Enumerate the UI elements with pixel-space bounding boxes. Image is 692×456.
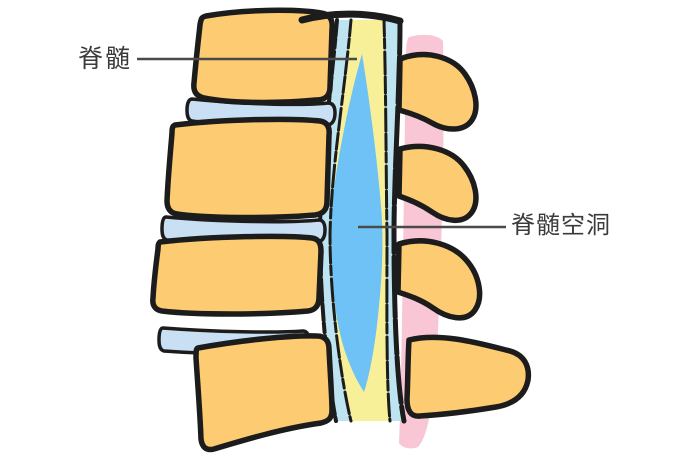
canal-left-inner-edge [328, 18, 353, 423]
spinous-process [396, 143, 479, 223]
vertebra [193, 333, 335, 453]
syrinx-label: 脊髄空洞 [511, 211, 611, 239]
vertebra [150, 233, 324, 317]
canal-right-inner-edge [382, 18, 392, 423]
spinal-cord-label: 脊髄 [78, 44, 133, 73]
vertebra [191, 7, 335, 106]
vertebral-column [150, 7, 335, 453]
spinous-processes [395, 51, 532, 419]
spinous-process [404, 334, 532, 419]
syrinx-cavity [330, 54, 383, 392]
canal-top-cap [298, 10, 404, 25]
leader-lines [137, 57, 506, 229]
spinous-process [396, 51, 479, 132]
spinous-process [395, 238, 483, 321]
vertebra [164, 116, 332, 221]
canal-right-outer-edge [391, 17, 407, 424]
